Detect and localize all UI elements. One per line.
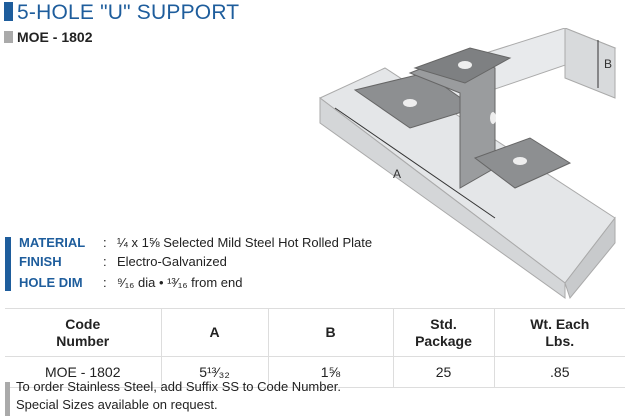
dim-b-label: B bbox=[604, 57, 612, 71]
cell-b: 1⅝ bbox=[267, 356, 393, 388]
hole bbox=[490, 112, 496, 124]
notes: To order Stainless Steel, add Suffix SS … bbox=[5, 378, 341, 416]
spec-finish: FINISH: Electro-Galvanized bbox=[19, 254, 227, 269]
spec-hole-dim: HOLE DIM: ⁹⁄₁₆ dia • ¹³⁄₁₆ from end bbox=[19, 275, 242, 290]
code-text: MOE - 1802 bbox=[17, 29, 93, 45]
table-row: MOE - 1802 5¹³⁄₃₂ 1⅝ 25 .85 bbox=[5, 356, 625, 388]
header-package: Std.Package bbox=[392, 308, 494, 357]
dim-a-line bbox=[334, 107, 496, 219]
hole bbox=[403, 99, 417, 107]
title-marker bbox=[4, 2, 13, 21]
note: To order Stainless Steel, add Suffix SS … bbox=[16, 379, 341, 394]
title-text: 5-HOLE "U" SUPPORT bbox=[17, 1, 240, 24]
spec-value: ⁹⁄₁₆ dia • ¹³⁄₁₆ from end bbox=[117, 275, 243, 290]
cell-code: MOE - 1802 bbox=[5, 356, 161, 388]
note: Special Sizes available on request. bbox=[16, 397, 218, 412]
cell-package: 25 bbox=[392, 356, 494, 388]
specs-marker bbox=[5, 237, 11, 291]
sep: : bbox=[103, 254, 107, 269]
dim-a-label: A bbox=[393, 167, 401, 181]
spec-label: MATERIAL bbox=[19, 235, 86, 250]
code-marker bbox=[4, 31, 13, 43]
header-b: B bbox=[267, 308, 393, 357]
hole bbox=[513, 157, 527, 165]
spec-material: MATERIAL: ¼ x 1⅝ Selected Mild Steel Hot … bbox=[19, 235, 372, 250]
header-a: A bbox=[160, 308, 268, 357]
hole bbox=[458, 61, 472, 69]
spec-value: Electro-Galvanized bbox=[117, 254, 227, 269]
spec-value: ¼ x 1⅝ Selected Mild Steel Hot Rolled Pl… bbox=[117, 235, 373, 250]
spec-label: HOLE DIM bbox=[19, 275, 83, 290]
cell-a: 5¹³⁄₃₂ bbox=[160, 356, 268, 388]
product-illustration: A B bbox=[319, 28, 617, 300]
notes-marker bbox=[5, 382, 10, 416]
product-code: MOE - 1802 bbox=[4, 29, 92, 45]
cell-weight: .85 bbox=[493, 356, 625, 388]
spec-label: FINISH bbox=[19, 254, 62, 269]
sep: : bbox=[103, 235, 107, 250]
page-title: 5-HOLE "U" SUPPORT bbox=[4, 1, 239, 25]
sep: : bbox=[103, 275, 107, 290]
